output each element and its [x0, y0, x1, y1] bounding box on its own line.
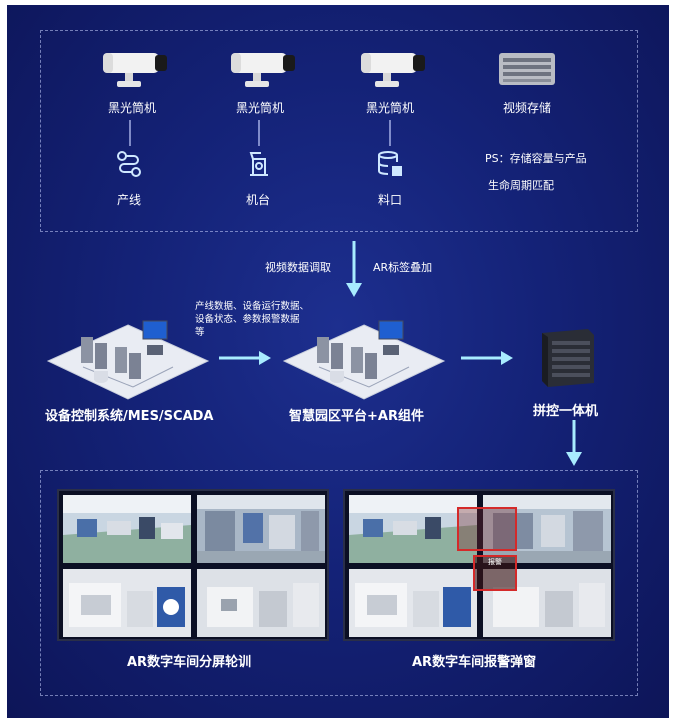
data-note: 设备状态、参数报警数据 [195, 314, 300, 325]
connector-line [129, 120, 131, 146]
platform-label: 智慧园区平台+AR组件 [289, 409, 424, 424]
camera-sub-label: 料口 [377, 193, 402, 207]
architecture-diagram: 黑光筒机 产线 黑光筒机 机台 [7, 5, 669, 718]
ar-overlay-label: AR标签叠加 [373, 261, 433, 274]
alert-screen-caption: AR数字车间报警弹窗 [412, 655, 537, 670]
camera-label: 黑光筒机 [107, 101, 156, 115]
camera-label: 黑光筒机 [235, 101, 284, 115]
video-fetch-label: 视频数据调取 [265, 261, 331, 274]
display-group-box [40, 470, 638, 696]
server-room-icon [43, 317, 213, 409]
workshop-camera-feed [63, 495, 191, 563]
alert-popup [457, 507, 517, 551]
connector-line [258, 120, 260, 146]
data-note: 等 [195, 327, 205, 338]
workshop-camera-feed [483, 569, 611, 637]
data-note: 产线数据、设备运行数据、 [195, 301, 310, 312]
alert-popup: 报警 [473, 555, 517, 591]
alert-tag: 报警 [488, 558, 502, 566]
server-room-icon [279, 317, 449, 409]
database-icon [375, 149, 405, 183]
workflow-icon [114, 149, 144, 183]
bullet-camera-icon [99, 49, 169, 97]
camera-label: 黑光筒机 [365, 101, 414, 115]
camera-sub-label: 机台 [245, 193, 270, 207]
camera-sub-label: 产线 [116, 193, 141, 207]
right-arrow [219, 351, 271, 365]
workshop-camera-feed [349, 569, 477, 637]
controller-server-icon [532, 327, 598, 393]
workshop-camera-feed [197, 495, 325, 563]
storage-label: 视频存储 [502, 101, 551, 115]
alert-screen-wall: 报警 [343, 489, 615, 641]
down-arrow [346, 241, 362, 297]
camera-group-box [40, 30, 638, 232]
workshop-camera-feed [349, 495, 477, 563]
workshop-camera-feed [63, 569, 191, 637]
storage-ps-note: PS：存储容量与产品 [485, 152, 587, 165]
connector-line [389, 120, 391, 146]
controller-label: 拼控一体机 [533, 404, 599, 419]
workshop-camera-feed [483, 495, 611, 563]
bullet-camera-icon [227, 49, 297, 97]
workshop-camera-feed [197, 569, 325, 637]
storage-server-icon [497, 51, 557, 93]
storage-ps-note: 生命周期匹配 [488, 179, 554, 192]
mes-system-label: 设备控制系统/MES/SCADA [45, 409, 214, 424]
bullet-camera-icon [357, 49, 427, 97]
right-arrow [461, 351, 513, 365]
machine-icon [244, 149, 274, 183]
split-screen-caption: AR数字车间分屏轮训 [127, 655, 252, 670]
down-arrow [566, 420, 582, 466]
split-screen-wall [57, 489, 329, 641]
